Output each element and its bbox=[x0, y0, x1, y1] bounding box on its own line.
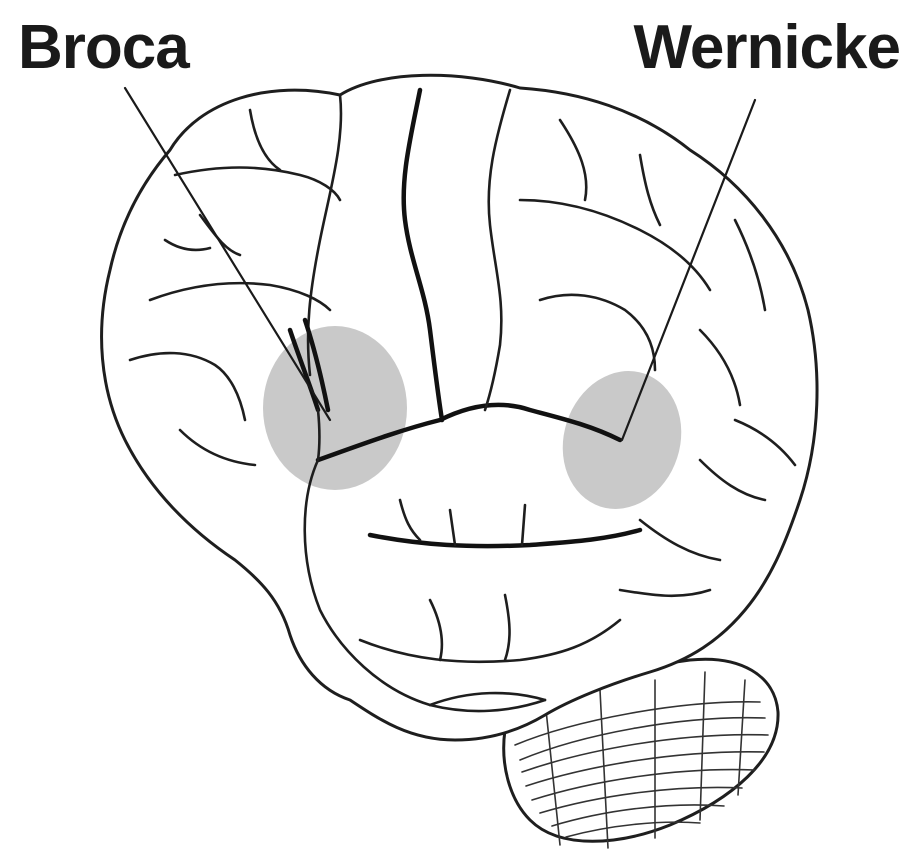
broca-area bbox=[263, 326, 407, 490]
cerebrum bbox=[102, 75, 817, 740]
broca-label: Broca bbox=[18, 13, 190, 82]
wernicke-label: Wernicke bbox=[633, 13, 900, 82]
